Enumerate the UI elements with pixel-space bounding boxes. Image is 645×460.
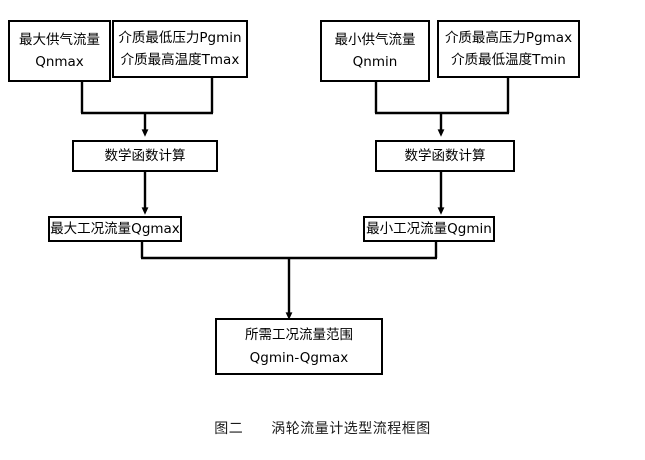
node-min-pressure-max-temp-line1: 介质最低压力Pgmin: [118, 29, 242, 46]
node-math-calc-left-label: 数学函数计算: [104, 147, 186, 164]
node-qgmax-result[interactable]: 最大工况流量Qgmax: [48, 216, 182, 242]
node-qgmin-result-label: 最小工况流量Qgmin: [366, 220, 492, 237]
node-flow-range-result[interactable]: 所需工况流量范围 Qgmin-Qgmax: [215, 318, 383, 375]
node-qgmin-result[interactable]: 最小工况流量Qgmin: [363, 216, 495, 242]
node-max-pressure-min-temp-line1: 介质最高压力Pgmax: [444, 29, 573, 46]
node-max-pressure-min-temp-line2: 介质最低温度Tmin: [451, 52, 566, 68]
figure-caption: 图二 涡轮流量计选型流程框图: [0, 418, 645, 438]
node-math-calc-right[interactable]: 数学函数计算: [375, 140, 515, 172]
node-min-pressure-max-temp-line2: 介质最高温度Tmax: [120, 52, 240, 68]
node-min-supply-flow-line2: Qnmin: [352, 54, 398, 70]
connector-right-merge: [374, 78, 510, 137]
connector-left-merge: [80, 78, 214, 137]
node-min-pressure-max-temp[interactable]: 介质最低压力Pgmin 介质最高温度Tmax: [112, 20, 248, 78]
connector-bottom-merge: [140, 242, 438, 320]
node-max-supply-flow-line2: Qnmax: [35, 54, 84, 70]
node-flow-range-result-line1: 所需工况流量范围: [245, 327, 353, 344]
node-flow-range-result-line2: Qgmin-Qgmax: [249, 349, 349, 366]
node-math-calc-right-label: 数学函数计算: [404, 147, 486, 164]
node-max-supply-flow-line1: 最大供气流量: [19, 31, 100, 48]
node-max-supply-flow[interactable]: 最大供气流量 Qnmax: [8, 20, 111, 82]
node-qgmax-result-label: 最大工况流量Qgmax: [50, 220, 180, 237]
figure-caption-title: 涡轮流量计选型流程框图: [271, 421, 431, 437]
node-math-calc-left[interactable]: 数学函数计算: [72, 140, 218, 172]
node-min-supply-flow[interactable]: 最小供气流量 Qnmin: [320, 20, 430, 82]
node-max-pressure-min-temp[interactable]: 介质最高压力Pgmax 介质最低温度Tmin: [437, 20, 580, 78]
node-min-supply-flow-line1: 最小供气流量: [334, 31, 416, 48]
figure-caption-label: 图二: [214, 421, 244, 437]
